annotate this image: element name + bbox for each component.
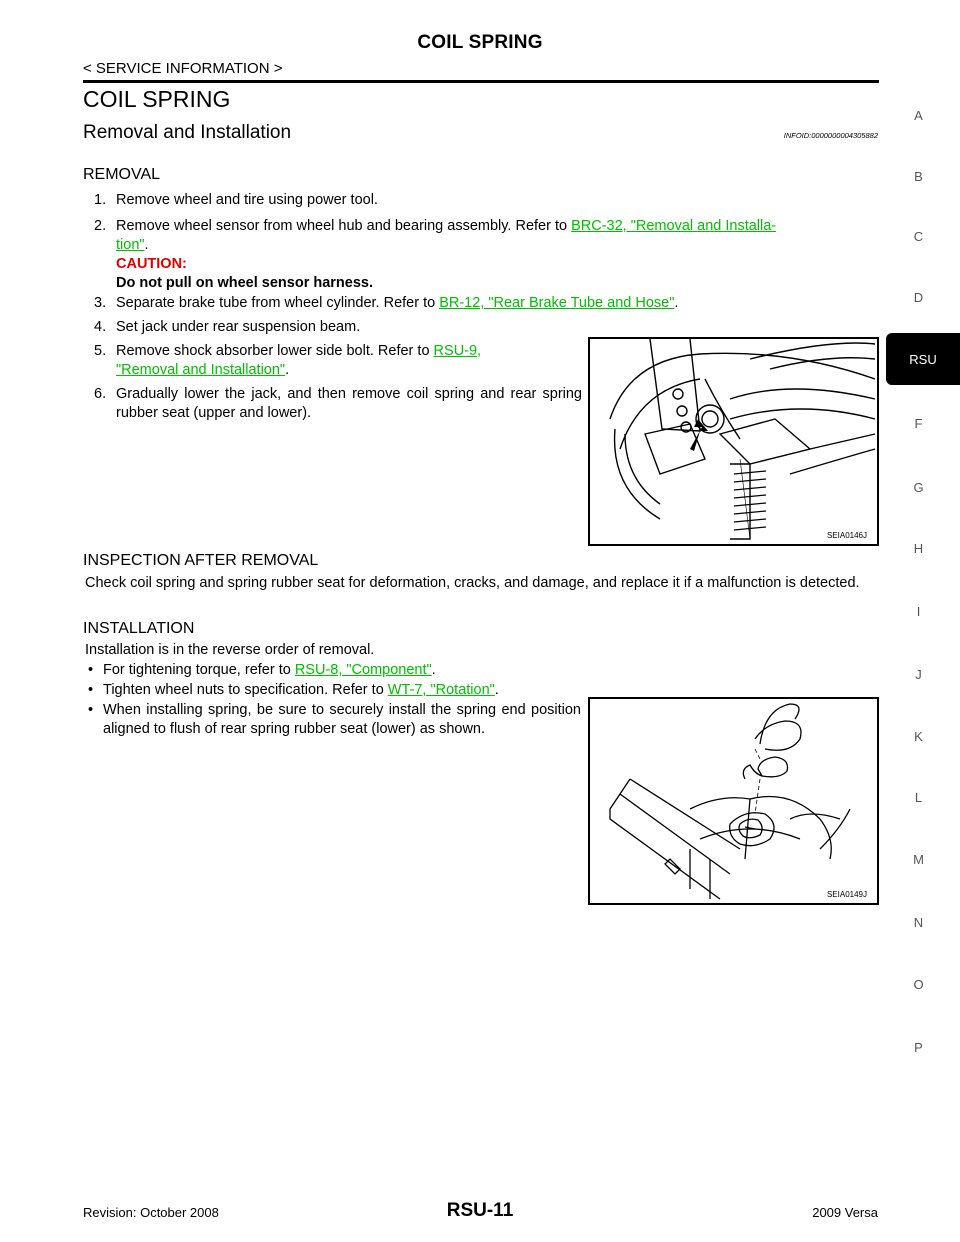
install-bullet-1: • For tightening torque, refer to RSU-8,… — [88, 662, 436, 678]
index-tab-rsu[interactable]: RSU — [886, 333, 960, 385]
bullet-icon: • — [88, 682, 94, 698]
index-letter-d[interactable]: D — [913, 290, 924, 305]
install-bullet-3: • When installing spring, be sure to sec… — [88, 702, 581, 737]
step-text: Remove shock absorber lower side bolt. R… — [116, 343, 434, 359]
step-number: 2. — [94, 218, 107, 234]
step-number: 1. — [94, 192, 107, 208]
link-rsu-9-cont[interactable]: "Removal and Installation" — [116, 362, 286, 378]
install-bullet-2: • Tighten wheel nuts to specification. R… — [88, 682, 499, 698]
inspection-text: Check coil spring and spring rubber seat… — [85, 575, 860, 591]
index-letter-j[interactable]: J — [915, 667, 922, 682]
index-letter-p[interactable]: P — [914, 1040, 923, 1055]
step-number: 6. — [94, 386, 107, 402]
index-letter-g[interactable]: G — [913, 480, 924, 495]
link-rsu-8[interactable]: RSU-8, "Component" — [294, 662, 432, 678]
step-number: 5. — [94, 343, 107, 359]
shock-absorber-illustration — [609, 338, 876, 540]
index-letter-f[interactable]: F — [914, 416, 923, 431]
caution-text: Do not pull on wheel sensor harness. — [116, 275, 374, 291]
index-letter-a[interactable]: A — [914, 108, 923, 123]
figure-spring-seat: SEIA0149J — [588, 697, 879, 905]
link-rsu-9[interactable]: RSU-9, — [433, 343, 482, 359]
step-text: Remove wheel and tire using power tool. — [116, 192, 378, 208]
index-letter-o[interactable]: O — [913, 977, 924, 992]
step-2: 2. Remove wheel sensor from wheel hub an… — [94, 218, 777, 291]
index-letter-b[interactable]: B — [914, 169, 923, 184]
step-number: 4. — [94, 319, 107, 335]
breadcrumb: < SERVICE INFORMATION > — [83, 60, 283, 77]
figure-shock-absorber: SEIA0146J — [588, 337, 879, 546]
installation-heading: INSTALLATION — [83, 620, 195, 637]
index-letter-l[interactable]: L — [914, 790, 923, 805]
page-title: COIL SPRING — [83, 86, 231, 112]
arrow-icon — [690, 419, 708, 451]
spring-seat-illustration — [609, 703, 851, 900]
step-6: 6. Gradually lower the jack, and then re… — [94, 385, 582, 423]
link-wt-7[interactable]: WT-7, "Rotation" — [387, 682, 495, 698]
footer-revision: Revision: October 2008 — [83, 1205, 219, 1220]
index-letter-i[interactable]: I — [916, 604, 921, 619]
footer-page-number: RSU-11 — [446, 1200, 514, 1221]
index-letter-h[interactable]: H — [913, 541, 924, 556]
caution-label: CAUTION: — [116, 256, 187, 272]
index-letter-c[interactable]: C — [913, 229, 924, 244]
bullet-icon: • — [88, 702, 94, 718]
step-3: 3. Separate brake tube from wheel cylind… — [94, 295, 679, 311]
info-id: INFOID:0000000004305882 — [783, 131, 878, 140]
bullet-icon: • — [88, 662, 94, 678]
index-letter-n[interactable]: N — [913, 915, 924, 930]
step-number: 3. — [94, 295, 107, 311]
running-title: COIL SPRING — [417, 32, 543, 53]
inspection-heading: INSPECTION AFTER REMOVAL — [83, 552, 319, 569]
step-text: Gradually lower the jack, and then remov… — [116, 386, 582, 421]
removal-heading: REMOVAL — [83, 166, 161, 183]
link-br-12[interactable]: BR-12, "Rear Brake Tube and Hose" — [439, 295, 675, 311]
index-letter-m[interactable]: M — [913, 852, 924, 867]
step-text: Separate brake tube from wheel cylinder.… — [116, 295, 440, 311]
link-brc-32[interactable]: BRC-32, "Removal and Installa- — [571, 218, 777, 234]
step-text: Set jack under rear suspension beam. — [116, 319, 361, 335]
step-4: 4. Set jack under rear suspension beam. — [94, 318, 879, 337]
step-5: 5. Remove shock absorber lower side bolt… — [94, 343, 482, 378]
index-letter-k[interactable]: K — [914, 729, 923, 744]
section-subtitle: Removal and Installation — [83, 122, 292, 143]
step-text: Remove wheel sensor from wheel hub and b… — [116, 218, 572, 234]
step-1: 1. Remove wheel and tire using power too… — [94, 191, 879, 210]
header-rule — [83, 80, 879, 83]
figure-label: SEIA0146J — [826, 531, 867, 540]
installation-intro: Installation is in the reverse order of … — [85, 642, 375, 658]
figure-label: SEIA0149J — [826, 890, 867, 899]
footer-model: 2009 Versa — [812, 1205, 878, 1220]
link-brc-32-cont[interactable]: tion" — [116, 237, 145, 253]
